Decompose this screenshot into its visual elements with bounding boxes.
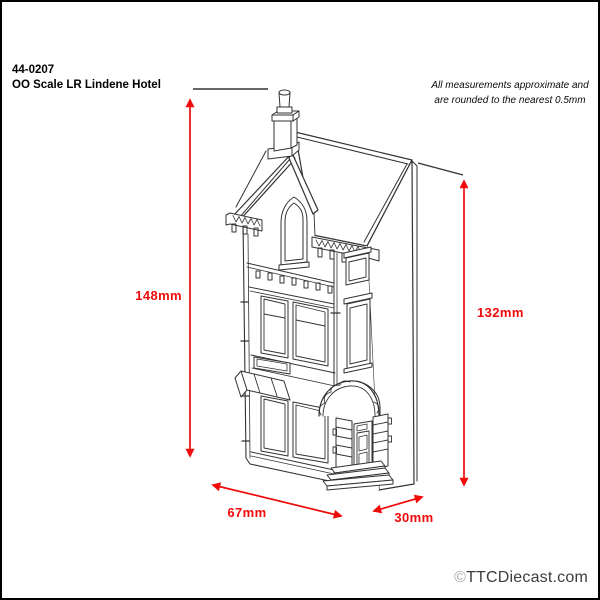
entablature: [246, 262, 335, 309]
product-code: 44-0207: [12, 64, 55, 76]
copyright: ©TTCDiecast.com: [454, 569, 588, 587]
dimension-label-width: 67mm: [227, 505, 267, 520]
tick-top-right: [417, 162, 464, 176]
side-window-upper: [343, 246, 372, 286]
dimension-ticks: [193, 88, 464, 176]
bay-window-upper: [260, 295, 329, 367]
measurement-note: All measurements approximate and are rou…: [430, 79, 590, 108]
arrow-depth-30mm: [372, 494, 424, 514]
product-name: OO Scale LR Lindene Hotel: [12, 79, 161, 91]
chimney: [267, 89, 300, 160]
side-window-lower: [343, 292, 373, 374]
measurement-note-line1: All measurements approximate and: [431, 80, 589, 91]
product-header: 44-0207 OO Scale LR Lindene Hotel: [12, 63, 161, 93]
left-cornice: [225, 212, 263, 237]
left-awning: [234, 370, 291, 401]
copyright-symbol: ©: [454, 569, 467, 586]
entrance-awning: [318, 380, 381, 418]
wall-tick-marks: [240, 301, 250, 442]
floor-band: [250, 354, 336, 387]
copyright-site: TTCDiecast.com: [466, 569, 588, 586]
lancet-window: [278, 196, 310, 271]
gable-tower: [232, 150, 319, 459]
measurement-note-line2: are rounded to the nearest 0.5mm: [434, 94, 586, 106]
dimension-arrows: [185, 98, 469, 519]
bay-window-lower: [260, 395, 329, 464]
chimney-pot: [276, 89, 293, 114]
arrow-width-67mm: [211, 482, 343, 519]
dimension-label-height-left: 148mm: [135, 288, 182, 303]
hotel-line-drawing: [225, 89, 418, 491]
dimension-label-height-right: 132mm: [477, 305, 524, 320]
dimension-label-depth: 30mm: [394, 510, 434, 525]
